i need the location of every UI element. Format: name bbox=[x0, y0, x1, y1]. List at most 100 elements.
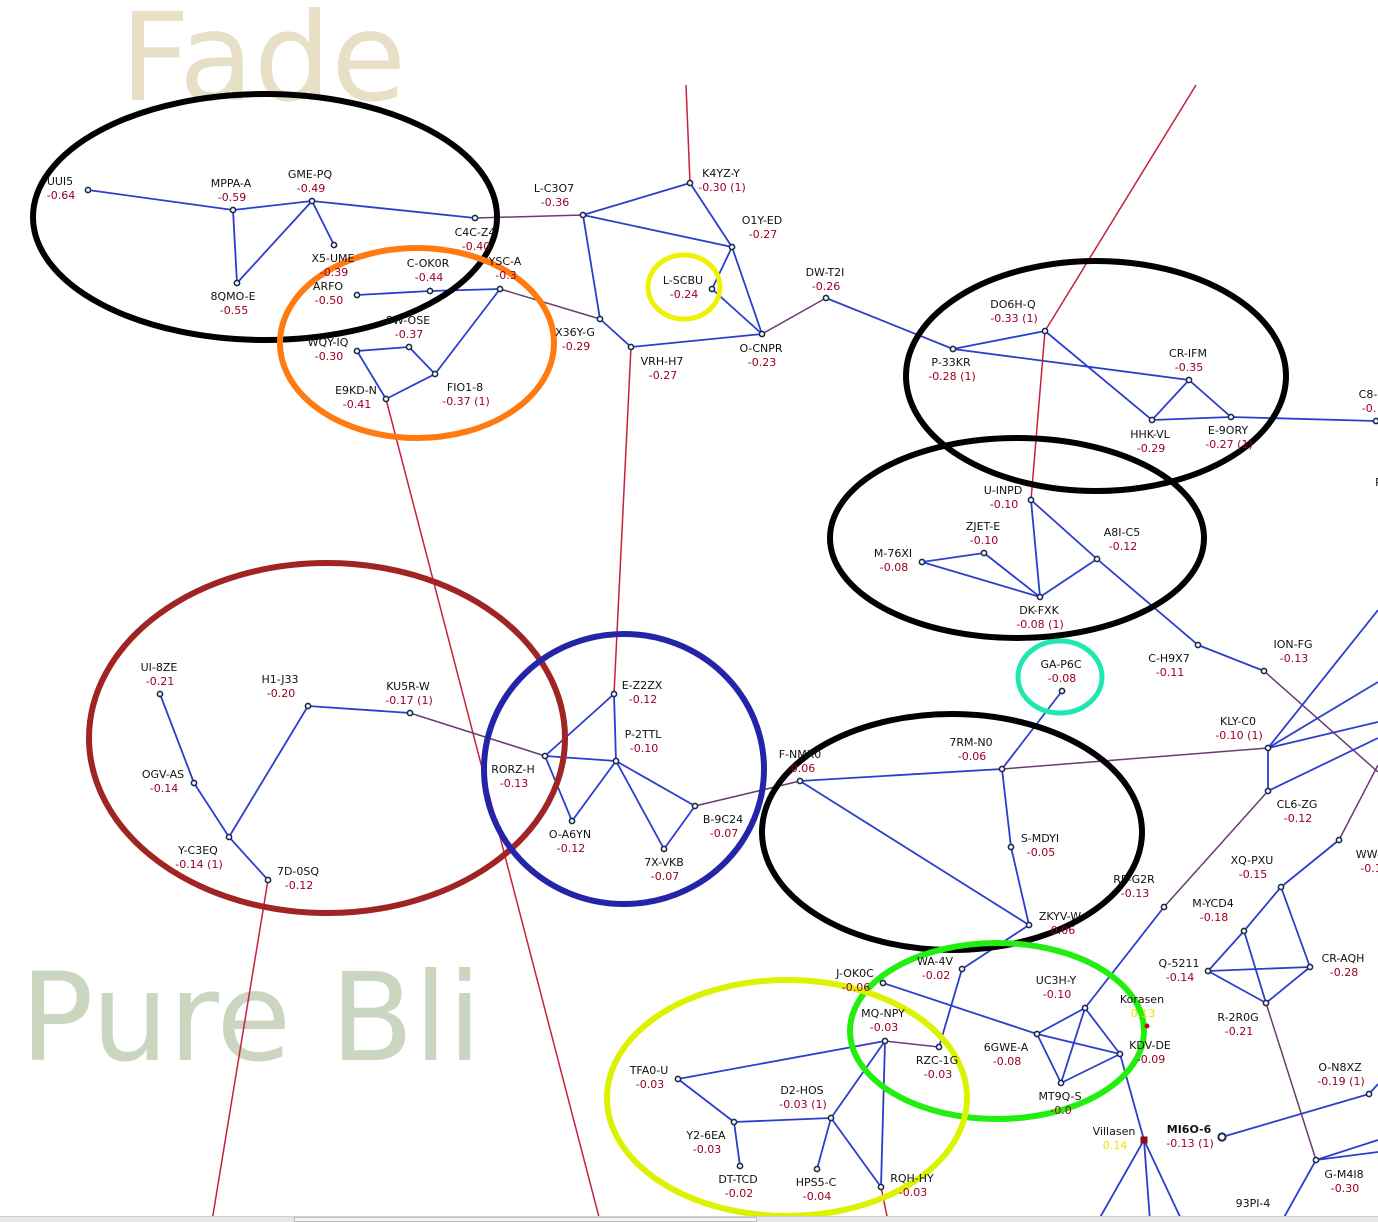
node-dot[interactable] bbox=[1264, 744, 1272, 752]
node-L-SCBU[interactable]: L-SCBU-0.24 bbox=[663, 274, 716, 301]
node-X5-UME[interactable]: X5-UME-0.39 bbox=[312, 241, 355, 279]
node-O-CNPR[interactable]: O-CNPR-0.23 bbox=[739, 330, 783, 369]
node-C8[interactable]: C8--0. bbox=[1359, 388, 1378, 425]
node-dot[interactable] bbox=[225, 833, 233, 841]
node-8QMO-E[interactable]: 8QMO-E-0.55 bbox=[210, 279, 256, 317]
node-dot[interactable] bbox=[998, 765, 1006, 773]
node-dot[interactable] bbox=[1185, 376, 1193, 384]
node-A8I-C5[interactable]: A8I-C5-0.12 bbox=[1093, 526, 1140, 563]
node-dot[interactable] bbox=[686, 179, 694, 187]
node-M-76XI[interactable]: M-76XI-0.08 bbox=[874, 547, 926, 574]
node-dot[interactable] bbox=[541, 752, 549, 760]
node-HPS5-C[interactable]: HPS5-C-0.04 bbox=[796, 1165, 837, 1203]
node-dot[interactable] bbox=[877, 1183, 885, 1191]
node-TFA0-U[interactable]: TFA0-U-0.03 bbox=[629, 1064, 682, 1091]
node-8W-OSE[interactable]: 8W-OSE-0.37 bbox=[386, 314, 430, 351]
node-HHK-VL[interactable]: HHK-VL-0.29 bbox=[1130, 416, 1171, 455]
node-dot[interactable] bbox=[1227, 413, 1235, 421]
node-dot[interactable] bbox=[1260, 667, 1268, 675]
node-dot[interactable] bbox=[881, 1037, 889, 1045]
node-MI6O-6[interactable]: MI6O-6-0.13 (1) bbox=[1166, 1123, 1227, 1150]
node-dot[interactable] bbox=[190, 779, 198, 787]
node-FIO1-8[interactable]: FIO1-8-0.37 (1) bbox=[431, 370, 490, 408]
node-dot[interactable] bbox=[156, 690, 164, 698]
node-dot[interactable] bbox=[304, 702, 312, 710]
node-dot[interactable] bbox=[691, 802, 699, 810]
node-M-YCD4[interactable]: M-YCD4-0.18 bbox=[1192, 897, 1248, 935]
node-UI-8ZE[interactable]: UI-8ZE-0.21 bbox=[141, 661, 178, 698]
node-J-OK0C[interactable]: J-OK0C-0.06 bbox=[835, 967, 887, 994]
node-dot[interactable] bbox=[596, 315, 604, 323]
node-dot[interactable] bbox=[1140, 1136, 1148, 1144]
node-P-2TTL[interactable]: P-2TTL-0.10 bbox=[612, 728, 662, 765]
node-D2-HOS[interactable]: D2-HOS-0.03 (1) bbox=[779, 1084, 835, 1122]
node-Y2-6EA[interactable]: Y2-6EA-0.03 bbox=[685, 1118, 738, 1156]
node-dot[interactable] bbox=[1204, 967, 1212, 975]
node-dot[interactable] bbox=[1025, 921, 1033, 929]
node-E-9ORY[interactable]: E-9ORY-0.27 (1) bbox=[1205, 413, 1253, 451]
node-dot[interactable] bbox=[1027, 496, 1035, 504]
node-dot[interactable] bbox=[612, 757, 620, 765]
node-dot[interactable] bbox=[426, 287, 434, 295]
node-dot[interactable] bbox=[1148, 416, 1156, 424]
node-dot[interactable] bbox=[1372, 417, 1378, 425]
node-RF-G2R[interactable]: RF-G2R-0.13 bbox=[1113, 873, 1168, 911]
node-O-A6YN[interactable]: O-A6YN-0.12 bbox=[549, 817, 591, 855]
node-DK-FXK[interactable]: DK-FXK-0.08 (1) bbox=[1016, 593, 1064, 631]
node-ION-FG[interactable]: ION-FG-0.13 bbox=[1260, 638, 1312, 675]
node-dot[interactable] bbox=[1041, 327, 1049, 335]
node-dot[interactable] bbox=[728, 243, 736, 251]
node-E9KD-N[interactable]: E9KD-N-0.41 bbox=[335, 384, 390, 411]
node-MT9Q-S[interactable]: MT9Q-S-0.0 bbox=[1038, 1079, 1082, 1117]
node-KU5R-W[interactable]: KU5R-W-0.17 (1) bbox=[385, 680, 433, 717]
node-XQ-PXU[interactable]: XQ-PXU-0.15 bbox=[1231, 854, 1285, 891]
node-dot[interactable] bbox=[353, 347, 361, 355]
node-H1-J33[interactable]: H1-J33-0.20 bbox=[261, 673, 312, 710]
node-7X-VKB[interactable]: 7X-VKB-0.07 bbox=[644, 845, 684, 883]
node-dot[interactable] bbox=[1194, 641, 1202, 649]
horizontal-scrollbar[interactable] bbox=[0, 1216, 1378, 1222]
node-dot[interactable] bbox=[758, 330, 766, 338]
node-dot[interactable] bbox=[827, 1114, 835, 1122]
node-G-M4I8[interactable]: G-M4I8-0.30 bbox=[1312, 1156, 1364, 1195]
scrollbar-thumb[interactable] bbox=[294, 1217, 757, 1222]
node-dot[interactable] bbox=[1312, 1156, 1320, 1164]
node-93PI-4[interactable]: 93PI-4 bbox=[1236, 1197, 1293, 1221]
node-ARFO[interactable]: ARFO-0.50 bbox=[313, 280, 361, 307]
node-CL6-ZG[interactable]: CL6-ZG-0.12 bbox=[1264, 787, 1317, 825]
node-dot[interactable] bbox=[1036, 593, 1044, 601]
node-OGV-AS[interactable]: OGV-AS-0.14 bbox=[142, 768, 198, 795]
node-UUI5[interactable]: UUI5-0.64 bbox=[47, 175, 92, 202]
node-dot[interactable] bbox=[1277, 883, 1285, 891]
node-dot[interactable] bbox=[610, 690, 618, 698]
node-dot[interactable] bbox=[1306, 963, 1314, 971]
node-Y-C3EQ[interactable]: Y-C3EQ-0.14 (1) bbox=[175, 833, 233, 871]
node-dot[interactable] bbox=[264, 876, 272, 884]
node-7D-0SQ[interactable]: 7D-0SQ-0.12 bbox=[264, 865, 319, 892]
node-dot[interactable] bbox=[1144, 1023, 1150, 1029]
node-GME-PQ[interactable]: GME-PQ-0.49 bbox=[288, 168, 333, 205]
node-F-NMX0[interactable]: F-NMX0-0.06 bbox=[779, 748, 822, 785]
node-dot[interactable] bbox=[308, 197, 316, 205]
node-dot[interactable] bbox=[431, 370, 439, 378]
node-CR-IFM[interactable]: CR-IFM-0.35 bbox=[1169, 347, 1207, 384]
node-MQ-NPY[interactable]: MQ-NPY-0.03 bbox=[861, 1007, 905, 1045]
node-dot[interactable] bbox=[813, 1165, 821, 1173]
node-ZJET-E[interactable]: ZJET-E-0.10 bbox=[966, 520, 1000, 557]
node-E-Z2ZX[interactable]: E-Z2ZX-0.12 bbox=[610, 679, 663, 706]
node-WA-4V[interactable]: WA-4V-0.02 bbox=[917, 955, 966, 982]
node-dot[interactable] bbox=[1033, 1030, 1041, 1038]
node-dot[interactable] bbox=[980, 549, 988, 557]
node-Q-5211[interactable]: Q-5211-0.14 bbox=[1159, 957, 1212, 984]
node-P-33KR[interactable]: P-33KR-0.28 (1) bbox=[928, 345, 976, 383]
node-dot[interactable] bbox=[1217, 1132, 1227, 1142]
node-VRH-H7[interactable]: VRH-H7-0.27 bbox=[627, 343, 683, 382]
node-dot[interactable] bbox=[382, 395, 390, 403]
node-dot[interactable] bbox=[1116, 1050, 1124, 1058]
node-dot[interactable] bbox=[471, 214, 479, 222]
node-YSC-A[interactable]: YSC-A-0.3 bbox=[488, 255, 522, 293]
node-U-INPD[interactable]: U-INPD-0.10 bbox=[984, 484, 1035, 511]
node-dot[interactable] bbox=[233, 279, 241, 287]
node-X36Y-G[interactable]: X36Y-G-0.29 bbox=[555, 315, 604, 353]
